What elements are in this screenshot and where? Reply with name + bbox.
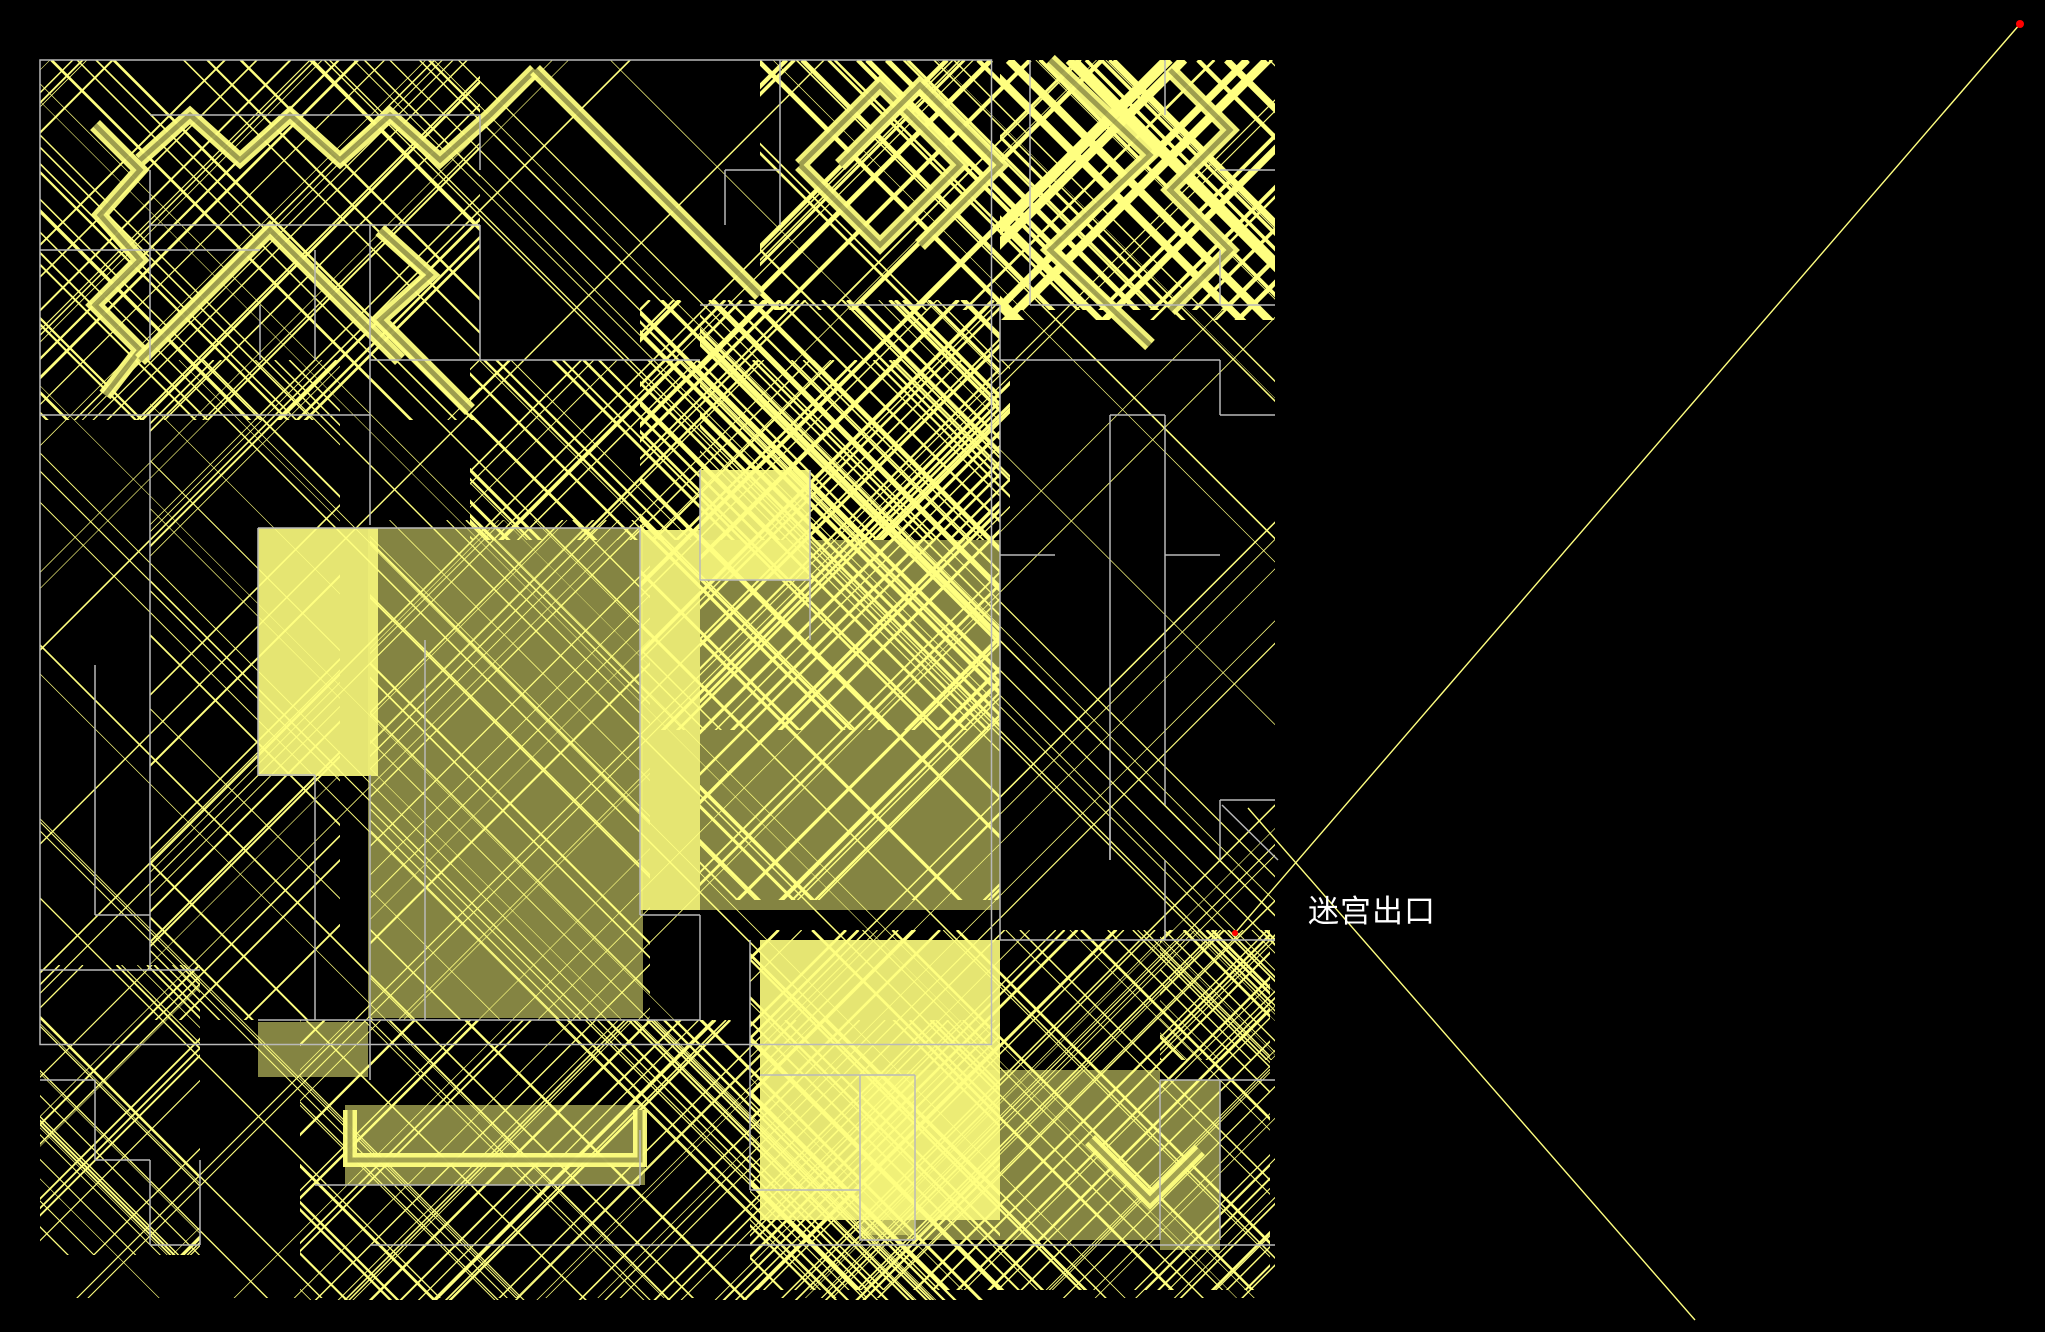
trail-fill-layer [258, 470, 1220, 1250]
bold-trail-core [380, 230, 470, 410]
trail-line [1184, 930, 1354, 1100]
trail-line [925, 300, 1565, 940]
trail-line [1184, 930, 1584, 1330]
ball-marker-dot [2016, 20, 2024, 28]
trail-line [1269, 60, 2045, 1332]
trail-line [1198, 60, 1488, 350]
trail-line [0, 360, 214, 1060]
trail-line [1260, 930, 1430, 1100]
trail-line [937, 300, 1577, 940]
outside-trajectory-layer [1235, 24, 2020, 1320]
trail-line [0, 60, 87, 460]
trail-line [504, 60, 794, 350]
trail-line [1137, 930, 1307, 1100]
trail-line [1227, 60, 1527, 360]
trail-line [1266, 930, 1436, 1100]
trail-line [0, 965, 134, 1295]
trail-line [0, 60, 73, 460]
trail-line [1267, 930, 1667, 1330]
trail-line [496, 60, 786, 350]
trail-line [1202, 60, 2045, 1332]
trail-line [0, 360, 293, 1060]
exit-marker-dot [1232, 930, 1238, 936]
trail-line [1228, 930, 1628, 1330]
trail-line [0, 60, 87, 460]
trail-line [312, 60, 712, 460]
trail-line [1266, 930, 1436, 1100]
trail-line [1176, 930, 1576, 1330]
trail-line [1141, 60, 2045, 1332]
trail-line [1187, 930, 1587, 1330]
maze-exit-label: 迷宫出口 [1308, 894, 1436, 930]
trail-line [944, 300, 1584, 940]
trail-line [1150, 930, 1320, 1100]
trail-line [828, 60, 1118, 350]
trail-line [1265, 930, 1435, 1100]
trail-line [963, 300, 1603, 940]
trail-line [1212, 930, 1612, 1330]
trail-line [995, 300, 1635, 940]
outside-trajectory-up [1235, 24, 2020, 933]
trail-line [966, 300, 1436, 770]
trail-line [1252, 930, 1422, 1100]
trail-line [1101, 60, 1401, 360]
trail-line [0, 60, 247, 460]
trail-line [1228, 930, 1398, 1100]
trail-line [0, 965, 239, 1295]
bold-trail-core [535, 70, 760, 295]
trail-line [923, 60, 1223, 360]
trail-line [163, 60, 563, 460]
trail-fill-block [640, 530, 700, 910]
trail-line [0, 60, 83, 460]
trail-line [1001, 360, 1221, 580]
trail-line [1269, 930, 1669, 1330]
outside-trajectory-down [1248, 808, 1695, 1320]
trail-line [1231, 930, 1401, 1100]
trail-line [0, 965, 83, 1295]
trail-line [1135, 60, 2045, 1332]
trail-line [928, 300, 1568, 940]
trail-line [1198, 930, 1598, 1330]
hatch-group [754, 60, 1526, 360]
bold-trail-path [380, 230, 470, 410]
trail-line [1191, 930, 1361, 1100]
